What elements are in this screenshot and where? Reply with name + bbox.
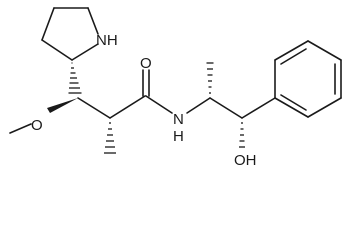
ring-bond — [274, 40, 309, 61]
carbonyl-o-label: O — [140, 55, 152, 72]
chemical-structure: NH O O N H OH — [9, 7, 342, 169]
ring-bond — [41, 7, 55, 41]
ring-bond — [274, 97, 309, 118]
ring-double-bond — [280, 94, 307, 111]
ring-bond — [71, 43, 99, 61]
phenyl-ring — [274, 40, 342, 118]
ring-bond — [41, 39, 73, 61]
hashed-bond-ring-c3 — [68, 62, 82, 94]
amide-h-label: H — [173, 128, 184, 145]
methoxy-methyl-bond — [9, 123, 32, 134]
carbonyl-n-bond — [145, 95, 173, 114]
hashed-bond-cbeta-oh — [239, 122, 245, 148]
c2-carbonyl-bond — [109, 95, 146, 119]
ring-bond — [307, 40, 342, 61]
ring-double-bond — [280, 48, 307, 65]
hashed-bond-c2-methyl — [104, 122, 116, 154]
amide-n-label: N — [173, 111, 184, 128]
c3-c2-bond — [77, 97, 111, 119]
cbeta-phenyl-bond — [241, 97, 276, 119]
ring-bond — [87, 7, 99, 35]
wedge-bond-c3-o — [47, 98, 78, 113]
pyrrolidine-nh-label: NH — [96, 32, 118, 49]
n-calpha-bond — [186, 97, 211, 114]
hashed-bond-calpha-methyl — [206, 62, 214, 94]
methoxy-o-label: O — [31, 117, 43, 134]
ring-bond — [307, 97, 342, 118]
calpha-cbeta-bond — [209, 97, 243, 119]
pyrrolidine-ring — [41, 7, 99, 61]
hydroxyl-label: OH — [234, 152, 257, 169]
